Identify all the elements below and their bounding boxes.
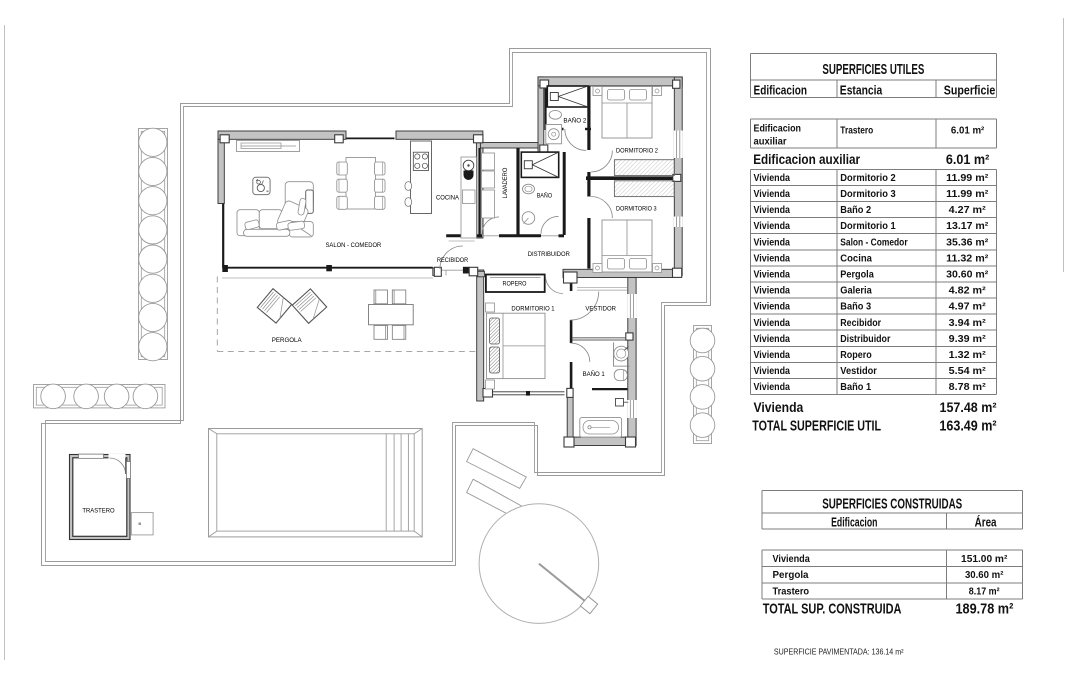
svg-text:13.17 m²: 13.17 m² (946, 221, 989, 232)
svg-text:BAÑO 1: BAÑO 1 (583, 371, 606, 378)
svg-text:DISTRIBUIDOR: DISTRIBUIDOR (528, 251, 571, 258)
svg-text:1.32 m²: 1.32 m² (949, 350, 987, 361)
svg-text:TOTAL SUPERFICIE UTIL: TOTAL SUPERFICIE UTIL (752, 419, 881, 435)
svg-text:Estancia: Estancia (840, 83, 883, 98)
svg-text:Baño 3: Baño 3 (840, 302, 871, 313)
svg-text:11.99 m²: 11.99 m² (946, 189, 989, 200)
svg-text:PERGOLA: PERGOLA (272, 337, 303, 344)
svg-text:Vivienda: Vivienda (754, 269, 791, 280)
svg-text:DORMITORIO 1: DORMITORIO 1 (511, 305, 555, 312)
svg-text:Distribuidor: Distribuidor (840, 334, 890, 345)
svg-text:DORMITORIO 3: DORMITORIO 3 (616, 206, 657, 213)
svg-text:Dormitorio 1: Dormitorio 1 (840, 221, 896, 232)
svg-text:Trastero: Trastero (773, 586, 810, 598)
svg-text:11.32 m²: 11.32 m² (946, 253, 989, 264)
svg-text:LAVADERO: LAVADERO (502, 167, 509, 198)
svg-text:VESTIDOR: VESTIDOR (585, 305, 616, 312)
svg-text:3.94 m²: 3.94 m² (949, 318, 987, 329)
svg-text:8.17 m²: 8.17 m² (969, 586, 1000, 598)
svg-text:RECIBIDOR: RECIBIDOR (437, 257, 469, 264)
svg-text:Salon - Comedor: Salon - Comedor (840, 237, 907, 248)
svg-text:ROPERO: ROPERO (503, 281, 527, 288)
svg-text:163.49 m²: 163.49 m² (939, 419, 996, 435)
svg-text:Edificacion auxiliar: Edificacion auxiliar (753, 151, 860, 167)
svg-text:Vivienda: Vivienda (754, 237, 791, 248)
svg-text:Vivienda: Vivienda (754, 189, 791, 200)
svg-text:COCINA: COCINA (436, 194, 460, 201)
svg-text:Vivienda: Vivienda (754, 286, 791, 297)
svg-text:Recibidor: Recibidor (840, 318, 881, 329)
svg-text:35.36 m²: 35.36 m² (946, 237, 989, 248)
svg-text:Superficie: Superficie (944, 83, 996, 98)
svg-text:5.54 m²: 5.54 m² (949, 366, 987, 377)
svg-text:11.99 m²: 11.99 m² (946, 173, 989, 184)
svg-text:Pergola: Pergola (773, 569, 809, 581)
svg-text:Vivienda: Vivienda (754, 350, 791, 361)
svg-text:Vivienda: Vivienda (754, 205, 791, 216)
svg-text:189.78 m²: 189.78 m² (956, 601, 1014, 618)
svg-text:30.60 m²: 30.60 m² (965, 569, 1004, 581)
svg-text:Área: Área (975, 514, 997, 529)
svg-text:TOTAL SUP. CONSTRUIDA: TOTAL SUP. CONSTRUIDA (763, 601, 902, 618)
svg-text:Vivienda: Vivienda (754, 173, 791, 184)
svg-text:Pergola: Pergola (840, 269, 874, 280)
svg-text:SUPERFICIES CONSTRUIDAS: SUPERFICIES CONSTRUIDAS (822, 496, 962, 513)
svg-text:Baño 2: Baño 2 (840, 205, 871, 216)
svg-text:6.01 m²: 6.01 m² (951, 126, 985, 137)
svg-text:Dormitorio 2: Dormitorio 2 (840, 173, 896, 184)
svg-text:8.78 m²: 8.78 m² (949, 382, 987, 393)
svg-text:157.48 m²: 157.48 m² (940, 399, 997, 415)
svg-text:SUPERFICIES UTILES: SUPERFICIES UTILES (822, 61, 924, 78)
svg-text:Vivienda: Vivienda (754, 366, 791, 377)
svg-text:4.82 m²: 4.82 m² (949, 286, 987, 297)
svg-text:Vivienda: Vivienda (754, 253, 791, 264)
svg-text:Cocina: Cocina (840, 253, 872, 264)
svg-text:Vestidor: Vestidor (840, 366, 877, 377)
svg-text:4.97 m²: 4.97 m² (949, 302, 987, 313)
svg-text:Baño 1: Baño 1 (840, 382, 871, 393)
svg-text:6.01 m²: 6.01 m² (946, 151, 990, 167)
svg-text:30.60 m²: 30.60 m² (946, 269, 989, 280)
svg-text:Galeria: Galeria (840, 286, 872, 297)
svg-text:9.39 m²: 9.39 m² (949, 334, 987, 345)
svg-text:Vivienda: Vivienda (754, 302, 791, 313)
svg-text:Trastero: Trastero (840, 126, 873, 137)
svg-text:BAÑO: BAÑO (537, 193, 553, 200)
svg-text:Vivienda: Vivienda (754, 221, 791, 232)
svg-text:auxiliar: auxiliar (754, 137, 787, 148)
svg-text:Edificacion: Edificacion (831, 514, 877, 529)
svg-text:Edificacion: Edificacion (754, 124, 802, 135)
svg-text:Vivienda: Vivienda (754, 382, 791, 393)
svg-text:151.00 m²: 151.00 m² (961, 553, 1008, 565)
svg-text:DORMITORIO 2: DORMITORIO 2 (616, 148, 659, 155)
svg-text:Edificacion: Edificacion (754, 83, 808, 98)
svg-text:4.27 m²: 4.27 m² (949, 205, 987, 216)
svg-text:Vivienda: Vivienda (754, 334, 791, 345)
svg-text:SALON - COMEDOR: SALON - COMEDOR (326, 242, 382, 249)
svg-text:Dormitorio 3: Dormitorio 3 (840, 189, 896, 200)
svg-text:Ropero: Ropero (840, 350, 872, 361)
svg-text:Vivienda: Vivienda (773, 553, 810, 565)
svg-text:Vivienda: Vivienda (754, 399, 804, 415)
svg-text:BAÑO 2: BAÑO 2 (563, 118, 586, 125)
svg-text:Vivienda: Vivienda (754, 318, 791, 329)
svg-text:TRASTERO: TRASTERO (82, 507, 114, 514)
svg-text:SUPERFICIE PAVIMENTADA: 136.14: SUPERFICIE PAVIMENTADA: 136.14 m² (774, 648, 904, 657)
